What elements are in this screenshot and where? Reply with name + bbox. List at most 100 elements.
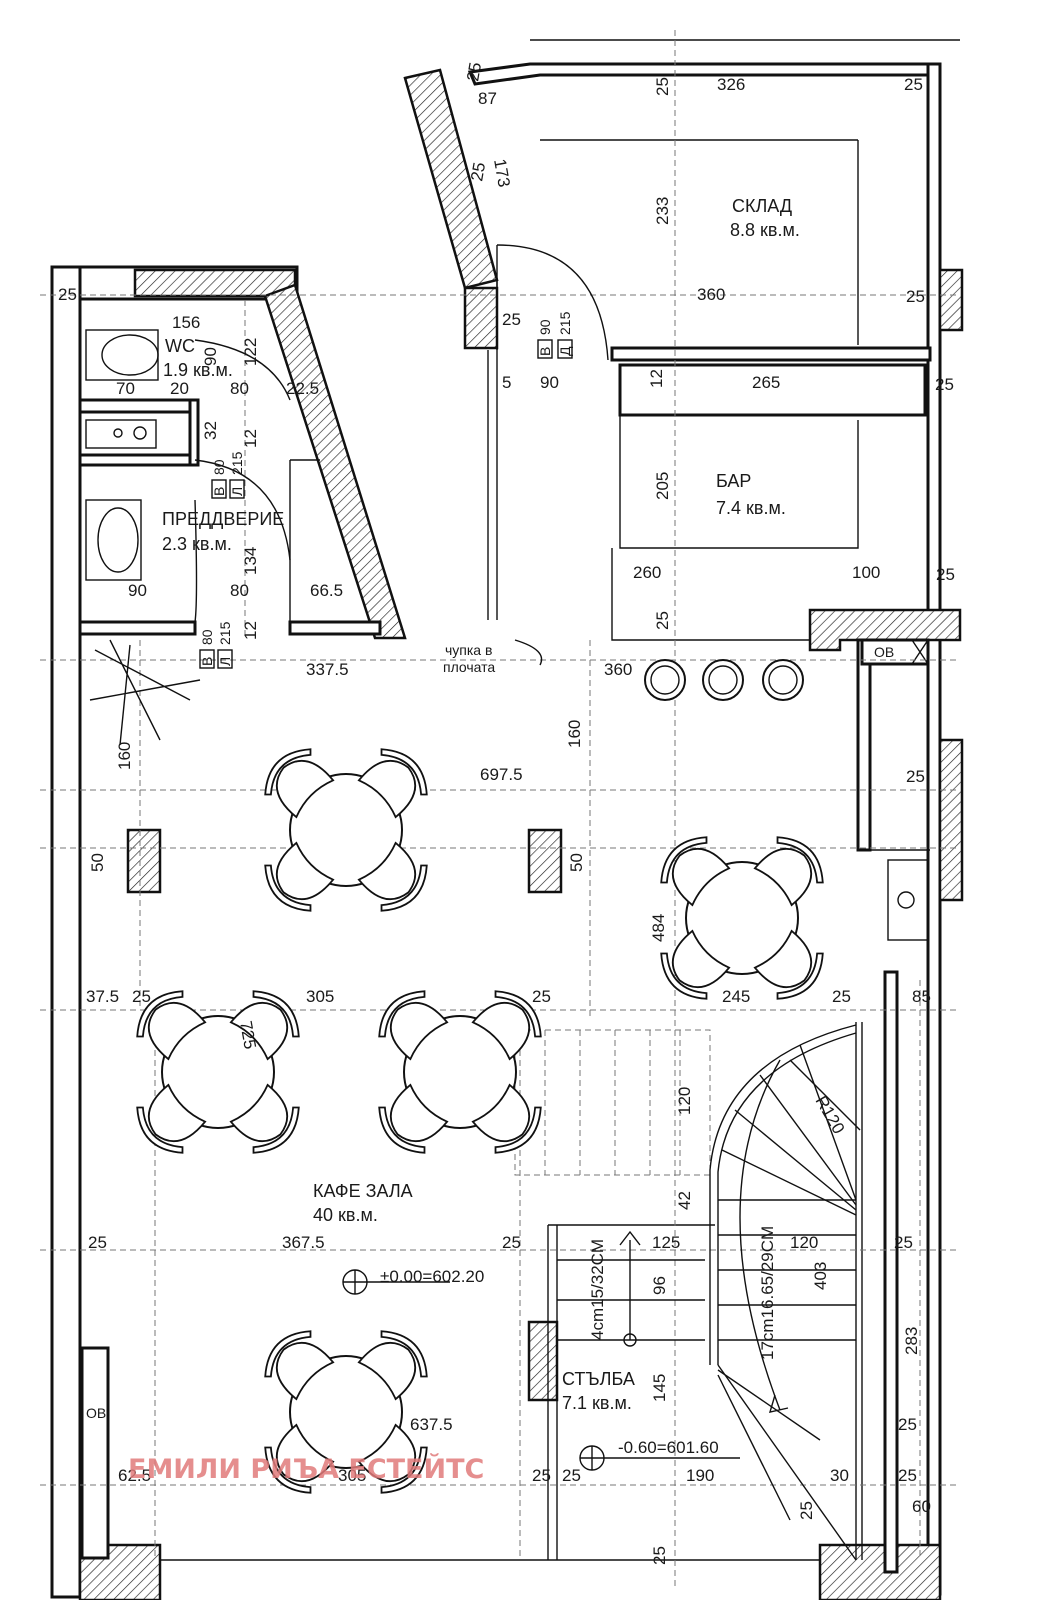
ov-label-2: OB (86, 1405, 106, 1421)
dim-label: 360 (697, 285, 725, 304)
chair (471, 990, 542, 1061)
dim-label: 32 (201, 421, 220, 440)
dim-label: 25 (898, 1466, 917, 1485)
door2-w: 80 (211, 459, 227, 475)
dim-label: 173 (490, 157, 514, 188)
dim-label: 25 (467, 161, 489, 183)
dim-label: 50 (88, 853, 107, 872)
dim-label: 134 (241, 547, 260, 575)
dim-label: 360 (604, 660, 632, 679)
door3-w: 80 (199, 629, 215, 645)
chair (378, 990, 449, 1061)
dim-label: 265 (752, 373, 780, 392)
door-swings (194, 244, 609, 623)
dim-label: 160 (115, 742, 134, 770)
stair-step-label-1: 17cm16.65/29CM (758, 1226, 777, 1360)
level-markers (342, 1269, 740, 1471)
chair (264, 1423, 335, 1494)
door1-w-label: В (537, 347, 553, 356)
chair (229, 990, 300, 1061)
chair (264, 1330, 335, 1401)
dim-label: 190 (686, 1466, 714, 1485)
dim-label: 367.5 (282, 1233, 325, 1252)
room-area-preddverie: 2.3 кв.м. (162, 534, 232, 554)
watermark-text: ЕМИЛИ РИЪА ЕСТЕЙТС (128, 1453, 484, 1485)
dim-label: 70 (116, 379, 135, 398)
dimension-lines (40, 30, 960, 1590)
bar-stool-seat (768, 665, 798, 695)
dim-label: 484 (649, 914, 668, 942)
dim-label: 725 (236, 1019, 260, 1050)
door3-h-label: Л (217, 657, 233, 666)
chair (660, 929, 731, 1000)
room-name-stalba: СТЪЛБА (562, 1369, 635, 1389)
chair (357, 748, 428, 819)
note-hole-line2: плочата (443, 659, 495, 675)
door2-w-label: В (211, 487, 227, 496)
dim-label: 637.5 (410, 1415, 453, 1434)
room-name-bar: БАР (716, 471, 751, 491)
radius-label: R120 (812, 1093, 849, 1138)
chair (753, 836, 824, 907)
dim-label: 25 (532, 987, 551, 1006)
dimension-labels: 25 87 25 326 25 25 173 233 25 360 25 156… (58, 61, 955, 1565)
dim-label: 25 (904, 75, 923, 94)
note-hole-line1: чупка в (445, 642, 492, 658)
dim-label: 25 (463, 61, 485, 83)
room-name-preddverie: ПРЕДДВЕРИЕ (162, 509, 284, 529)
dim-label: 25 (797, 1501, 816, 1520)
dim-label: 25 (832, 987, 851, 1006)
dim-label: 156 (172, 313, 200, 332)
room-area-stalba: 7.1 кв.м. (562, 1393, 632, 1413)
door1-h: 215 (557, 311, 573, 335)
dim-label: 403 (811, 1262, 830, 1290)
dim-label: 25 (650, 1546, 669, 1565)
dim-label: 25 (906, 767, 925, 786)
dim-label: 326 (717, 75, 745, 94)
dim-label: 42 (675, 1191, 694, 1210)
door-tag-sklad: В 90 Д 215 (537, 311, 573, 359)
dim-label: 12 (647, 369, 666, 388)
dim-label: 25 (562, 1466, 581, 1485)
dim-label: 22.5 (286, 379, 319, 398)
dim-label: 12 (241, 429, 260, 448)
room-area-sklad: 8.8 кв.м. (730, 220, 800, 240)
dim-label: 100 (852, 563, 880, 582)
dim-label: 25 (906, 287, 925, 306)
dim-label: 87 (478, 89, 497, 108)
dim-label: 62.5 (118, 1466, 151, 1485)
dim-label: 12 (241, 621, 260, 640)
dim-label: 66.5 (310, 581, 343, 600)
chair (264, 748, 335, 819)
chair (229, 1083, 300, 1154)
dim-label: 25 (653, 611, 672, 630)
chair (660, 836, 731, 907)
dim-label: 37.5 (86, 987, 119, 1006)
chair (753, 929, 824, 1000)
walls (50, 39, 964, 1600)
dim-label: 120 (675, 1087, 694, 1115)
door1-w: 90 (537, 319, 553, 335)
door2-h-label: Л (229, 487, 245, 496)
fixtures (85, 329, 929, 941)
dim-label: 145 (650, 1374, 669, 1402)
door-labels: В 90 Д 215 В 80 Л 215 В 80 Л 215 (199, 311, 573, 669)
room-labels: СКЛАД 8.8 кв.м. WC 1.9 кв.м. БАР 7.4 кв.… (162, 196, 800, 1413)
dim-label: 5 (502, 373, 511, 392)
dim-label: 205 (653, 472, 672, 500)
dim-label: 25 (502, 310, 521, 329)
room-area-kafe-zala: 40 кв.м. (313, 1205, 378, 1225)
stair-step-label-2: 4cm15/32CM (588, 1239, 607, 1340)
broken-slab-icon (89, 639, 201, 746)
cafe-table (289, 1355, 403, 1469)
door3-w-label: В (199, 657, 215, 666)
chair (357, 1423, 428, 1494)
dim-label: 80 (230, 581, 249, 600)
door3-h: 215 (217, 621, 233, 645)
room-area-wc: 1.9 кв.м. (163, 360, 233, 380)
dim-label: 122 (241, 338, 260, 366)
door-tag-hall: В 80 Л 215 (199, 621, 233, 669)
dim-label: 337.5 (306, 660, 349, 679)
dim-label: 30 (830, 1466, 849, 1485)
